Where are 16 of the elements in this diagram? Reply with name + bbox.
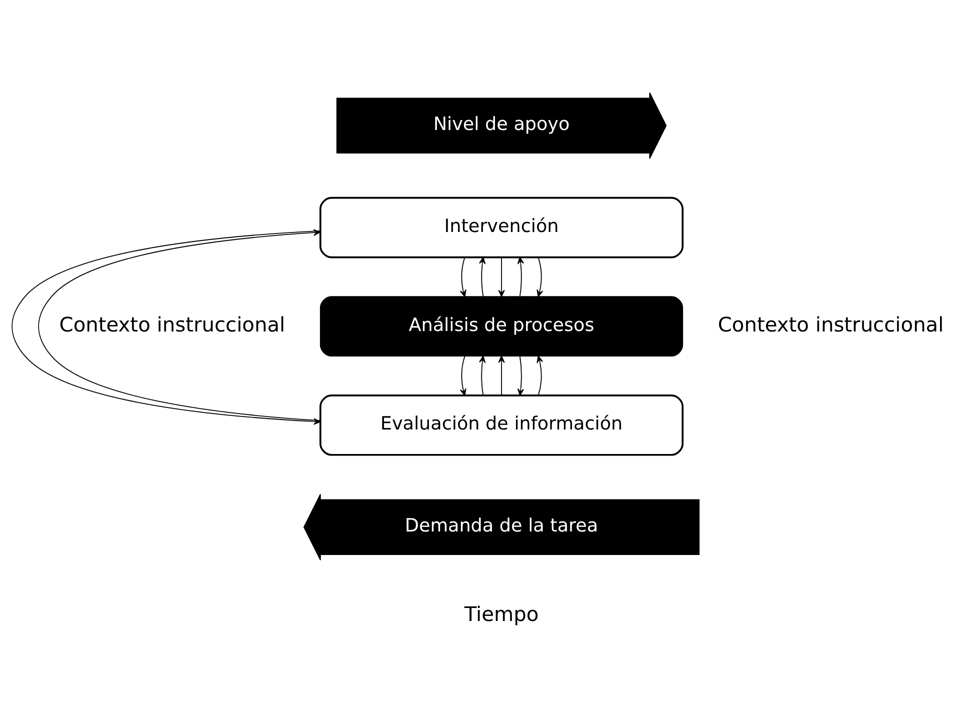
- label: Contexto instruccional: [59, 312, 286, 336]
- node-box: Análisis de procesos: [320, 296, 684, 357]
- arrow: [517, 356, 524, 396]
- arrow: [479, 356, 486, 396]
- arrow: [460, 256, 466, 298]
- arrow: [517, 256, 524, 298]
- arrow: [479, 256, 486, 298]
- arrow: [536, 256, 544, 298]
- node-box: Evaluación de información: [319, 394, 684, 456]
- label: Contexto instruccional: [718, 312, 944, 336]
- arrow: [536, 356, 544, 396]
- node-box: Intervención: [319, 196, 684, 258]
- label: Tiempo: [464, 602, 539, 626]
- arrow: [498, 356, 505, 396]
- arrow: [498, 256, 505, 298]
- arrow: [460, 356, 466, 396]
